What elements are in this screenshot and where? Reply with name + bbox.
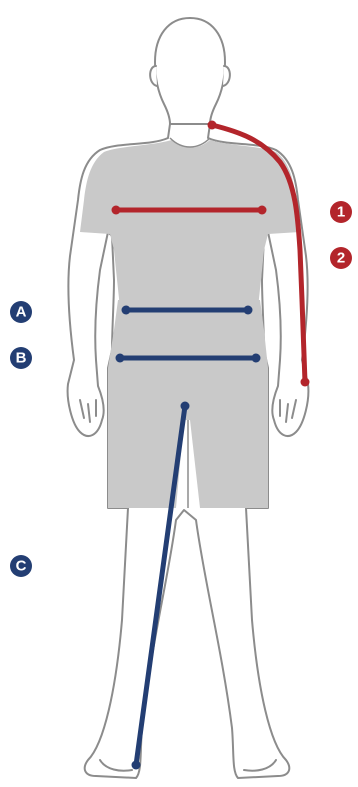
marker-badge-a: A [10,301,32,323]
inseam-measurement-dot-bottom [132,761,141,770]
marker-label-b: B [16,350,27,367]
chest-measurement-dot-left [112,206,121,215]
marker-label-a: A [16,304,27,321]
waist-measurement-dot-right [244,306,253,315]
sleeve-measurement-dot-bottom [301,378,310,387]
hip-measurement-dot-left [116,354,125,363]
marker-badge-2: 2 [330,247,352,269]
sleeve-measurement-dot-top [208,121,217,130]
marker-label-c: C [16,558,27,575]
marker-label-2: 2 [337,250,345,267]
chest-measurement-dot-right [258,206,267,215]
marker-label-1: 1 [337,204,345,221]
inseam-measurement-dot-top [181,402,190,411]
hip-measurement-dot-right [252,354,261,363]
waist-measurement-dot-left [122,306,131,315]
marker-badge-b: B [10,347,32,369]
marker-badge-c: C [10,555,32,577]
marker-badge-1: 1 [330,201,352,223]
